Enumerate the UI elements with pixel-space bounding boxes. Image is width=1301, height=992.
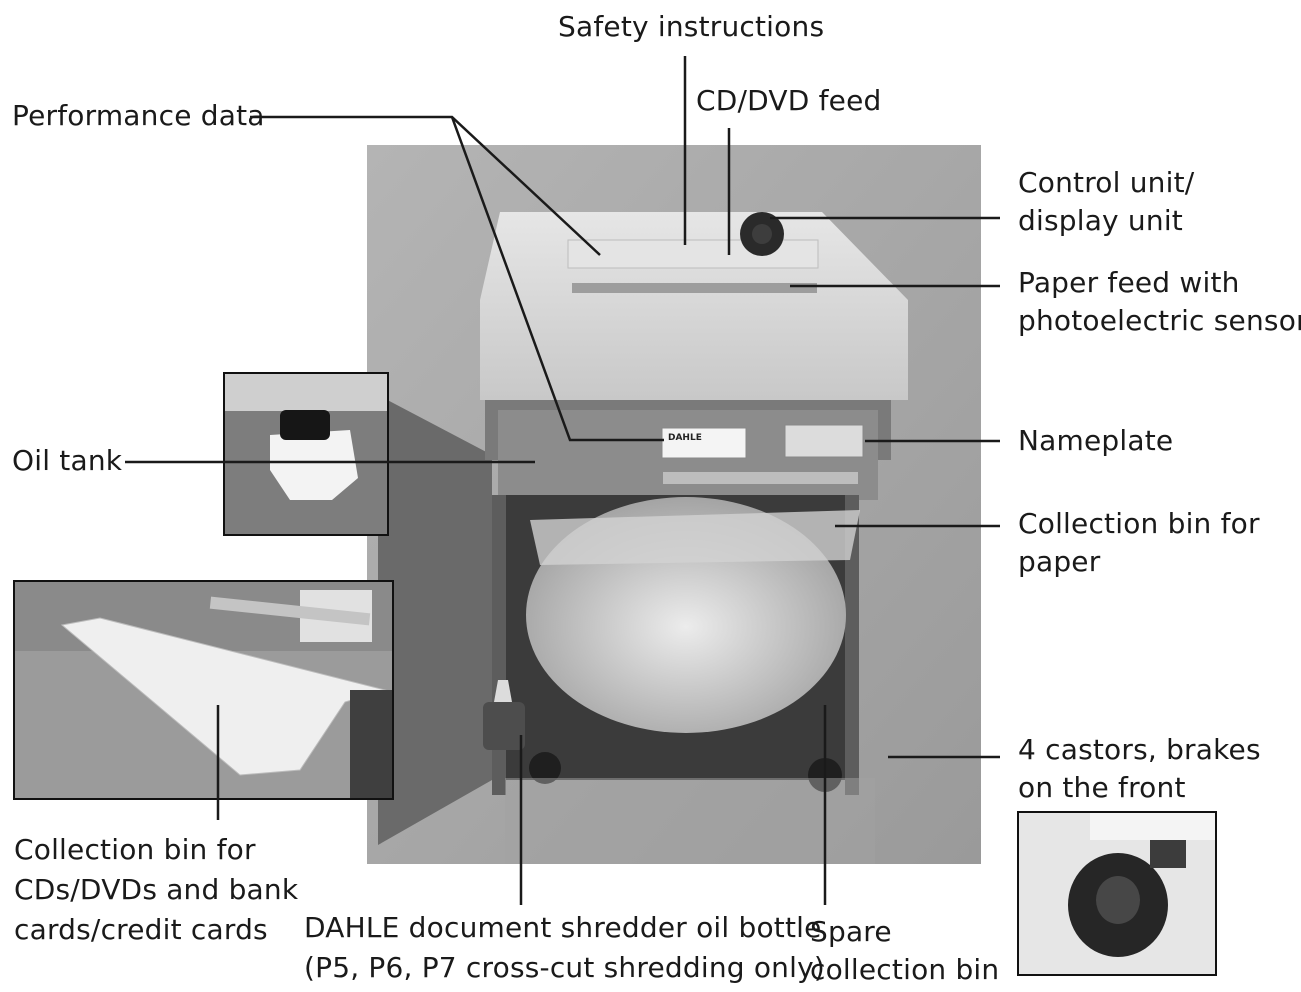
label-spare-bin: Spare collection bin (810, 915, 1000, 986)
oil-bottle-holder (483, 702, 525, 750)
label-oil-bottle: DAHLE document shredder oil bottle (P5, … (304, 911, 825, 984)
leader-performance-2 (450, 116, 664, 442)
label-cd-dvd-feed: CD/DVD feed (696, 84, 882, 117)
oil-tank-inset (223, 372, 389, 536)
label-control-unit: Control unit/ display unit (1018, 166, 1195, 237)
leader-lines (125, 56, 1000, 905)
oil-tank-icon (270, 430, 358, 500)
main-photo: DAHLE (367, 145, 981, 864)
brand-plate-text: DAHLE (668, 433, 702, 443)
label-paper-feed: Paper feed with photoelectric sensor (1018, 266, 1301, 337)
label-collection-bin-paper: Collection bin for paper (1018, 507, 1260, 578)
castor-inset (1017, 811, 1217, 976)
cd-collection-tray-icon (60, 617, 387, 776)
label-castors: 4 castors, brakes on the front (1018, 733, 1261, 804)
label-performance-data: Performance data (12, 99, 265, 132)
label-collection-bin-cds: Collection bin for CDs/DVDs and bank car… (14, 833, 299, 946)
nameplate-plate (784, 424, 864, 458)
paper-feed-slot (572, 283, 817, 293)
performance-data-plate (661, 427, 747, 459)
castor-left (529, 752, 561, 784)
cabinet-door (378, 395, 492, 845)
label-safety-instructions: Safety instructions (558, 10, 825, 43)
label-oil-tank: Oil tank (12, 444, 123, 477)
label-nameplate: Nameplate (1018, 424, 1174, 457)
cd-bin-inset (13, 580, 394, 800)
